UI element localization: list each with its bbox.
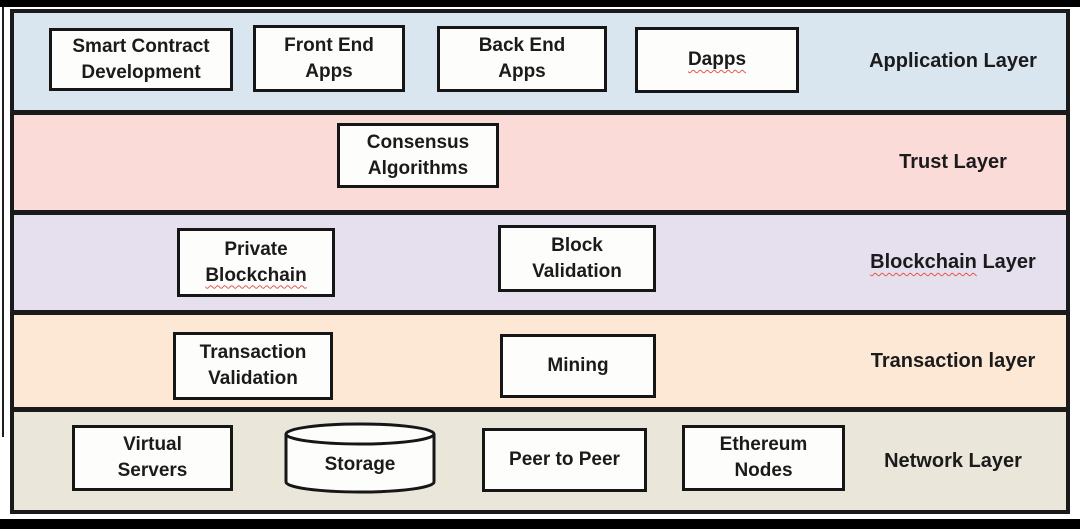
- layer-label-transaction: Transaction layer: [848, 315, 1058, 407]
- box-transaction-validation: Transaction Validation: [173, 332, 333, 400]
- layer-label-text: Network Layer: [884, 449, 1022, 472]
- layer-label-text: Application Layer: [869, 50, 1037, 72]
- layer-label-network: Network Layer: [848, 412, 1058, 510]
- box-label: Transaction: [199, 342, 307, 364]
- left-edge-line: [2, 7, 4, 437]
- box-label: Smart Contract: [72, 35, 210, 57]
- layer-row-transaction: Transaction Validation Mining Transactio…: [14, 315, 1066, 412]
- box-label: Private: [224, 238, 288, 260]
- box-label: Block: [551, 234, 603, 256]
- layer-row-blockchain: Private Blockchain Block Validation Bloc…: [14, 215, 1066, 315]
- layer-label-rest: Layer: [982, 251, 1036, 273]
- box-label: Back End: [478, 35, 566, 57]
- box-label: Nodes: [734, 460, 793, 481]
- layer-label-text: Trust Layer: [899, 151, 1007, 173]
- layer-label-text: Transaction layer: [870, 349, 1036, 372]
- box-label: Dapps: [687, 49, 747, 71]
- box-virtual-servers: Virtual Servers: [72, 425, 233, 491]
- database-cylinder-icon: [284, 422, 436, 494]
- box-consensus-algorithms: Consensus Algorithms: [337, 123, 499, 188]
- box-mining: Mining: [500, 334, 656, 398]
- box-back-end-apps: Back End Apps: [437, 26, 607, 92]
- box-label: Apps: [305, 60, 353, 82]
- layer-row-trust: Consensus Algorithms Trust Layer: [14, 115, 1066, 215]
- layer-label-blockchain: Blockchain Layer: [848, 215, 1058, 310]
- box-smart-contract-development: Smart Contract Development: [49, 28, 233, 91]
- box-label: Validation: [532, 260, 622, 282]
- diagram-frame: Smart Contract Development Front End App…: [10, 9, 1070, 514]
- layer-label-misspelled-word: Blockchain: [870, 251, 977, 273]
- layer-row-network: Virtual Servers Storage Peer to Peer Eth…: [14, 412, 1066, 510]
- box-label: Virtual: [123, 434, 182, 456]
- letterbox-bar-top: [0, 0, 1080, 7]
- letterbox-bar-bottom: [0, 519, 1080, 529]
- box-block-validation: Block Validation: [498, 225, 656, 292]
- box-peer-to-peer: Peer to Peer: [482, 428, 647, 492]
- box-label: Ethereum: [719, 434, 808, 456]
- box-private-blockchain: Private Blockchain: [177, 228, 335, 297]
- layer-row-application: Smart Contract Development Front End App…: [14, 13, 1066, 115]
- box-front-end-apps: Front End Apps: [253, 25, 405, 92]
- box-dapps: Dapps: [635, 27, 799, 93]
- box-label: Mining: [547, 355, 609, 377]
- box-label: Servers: [117, 460, 188, 481]
- storage-cylinder: Storage: [283, 421, 437, 496]
- box-label: Blockchain: [205, 264, 307, 286]
- box-label: Consensus: [366, 131, 470, 153]
- layer-label-text: Blockchain Layer: [870, 251, 1036, 274]
- box-label: Peer to Peer: [509, 449, 620, 471]
- box-label: Validation: [208, 368, 298, 389]
- box-label: Algorithms: [367, 157, 469, 179]
- box-label: Front End: [284, 34, 374, 56]
- box-label: Development: [81, 61, 201, 83]
- box-ethereum-nodes: Ethereum Nodes: [682, 425, 845, 491]
- box-label: Apps: [498, 61, 546, 82]
- layer-label-application: Application Layer: [848, 13, 1058, 110]
- layer-label-trust: Trust Layer: [848, 115, 1058, 210]
- box-label: Storage: [324, 453, 396, 475]
